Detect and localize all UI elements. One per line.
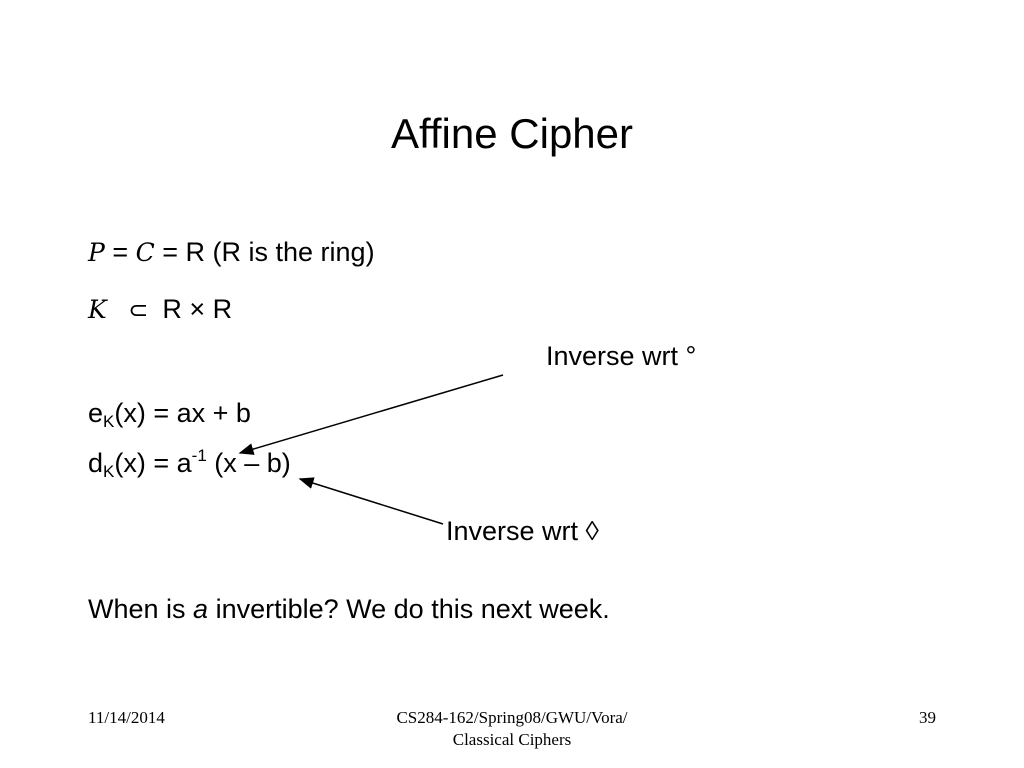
question-start: When is: [88, 594, 194, 624]
subset-symbol: ⊂: [128, 296, 149, 324]
question-variable-a: a: [193, 594, 209, 624]
encryption-prefix: e: [88, 398, 104, 428]
keyspace-product-text: R × R: [162, 294, 233, 324]
keyspace-symbol: K: [88, 295, 107, 324]
footer-date: 11/14/2014: [88, 708, 165, 727]
equals-sign: =: [104, 237, 136, 267]
annotation-inverse-wrt-circle: Inverse wrt °: [546, 341, 697, 371]
plaintext-space-symbol: P: [88, 238, 105, 267]
decryption-formula-start: (x) = a: [114, 448, 192, 478]
arrow-to-minus-b: [298, 477, 444, 525]
decryption-function: dK(x) = a-1 (x – b): [88, 446, 291, 480]
footer-course-line2: Classical Ciphers: [452, 730, 572, 749]
invertibility-question: When is a invertible? We do this next we…: [88, 592, 610, 626]
footer-page-number: 39: [919, 708, 936, 727]
annotation-inverse-wrt-diamond: Inverse wrt ◊: [446, 516, 599, 546]
arrow-to-inverse-exponent: [238, 374, 504, 455]
question-end: invertible? We do this next week.: [208, 594, 610, 624]
decryption-formula-end: (x – b): [206, 448, 291, 478]
plaintext-ciphertext-definition: P = C = R (R is the ring): [88, 235, 375, 270]
decryption-key-subscript: K: [103, 462, 115, 481]
decryption-prefix: d: [88, 448, 104, 478]
encryption-formula: (x) = ax + b: [114, 398, 251, 428]
slide-title: Affine Cipher: [390, 110, 634, 157]
keyspace-definition: K ⊂ R × R: [88, 292, 232, 327]
ciphertext-space-symbol: C: [135, 238, 155, 267]
encryption-function: eK(x) = ax + b: [88, 396, 251, 430]
ring-definition-text: = R (R is the ring): [154, 237, 375, 267]
footer-course-line1: CS284-162/Spring08/GWU/Vora/: [396, 708, 628, 727]
footer-course: CS284-162/Spring08/GWU/Vora/ Classical C…: [362, 707, 662, 751]
inverse-exponent: -1: [191, 446, 207, 465]
encryption-key-subscript: K: [103, 412, 115, 431]
